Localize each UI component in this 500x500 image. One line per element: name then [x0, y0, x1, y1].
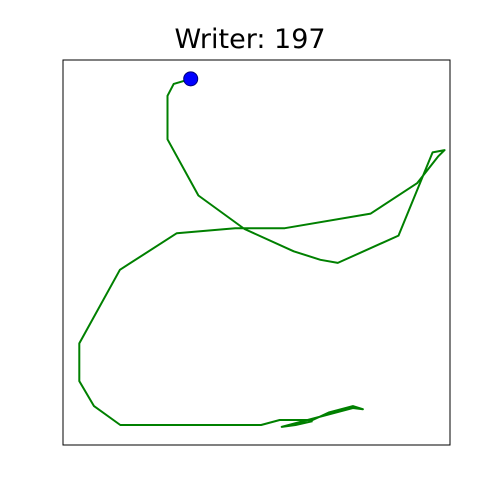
axes-frame — [62, 59, 451, 446]
stroke-line-0 — [78, 77, 446, 428]
plot-area — [62, 59, 451, 446]
start-point-marker — [183, 71, 199, 87]
chart-title: Writer: 197 — [174, 24, 326, 55]
